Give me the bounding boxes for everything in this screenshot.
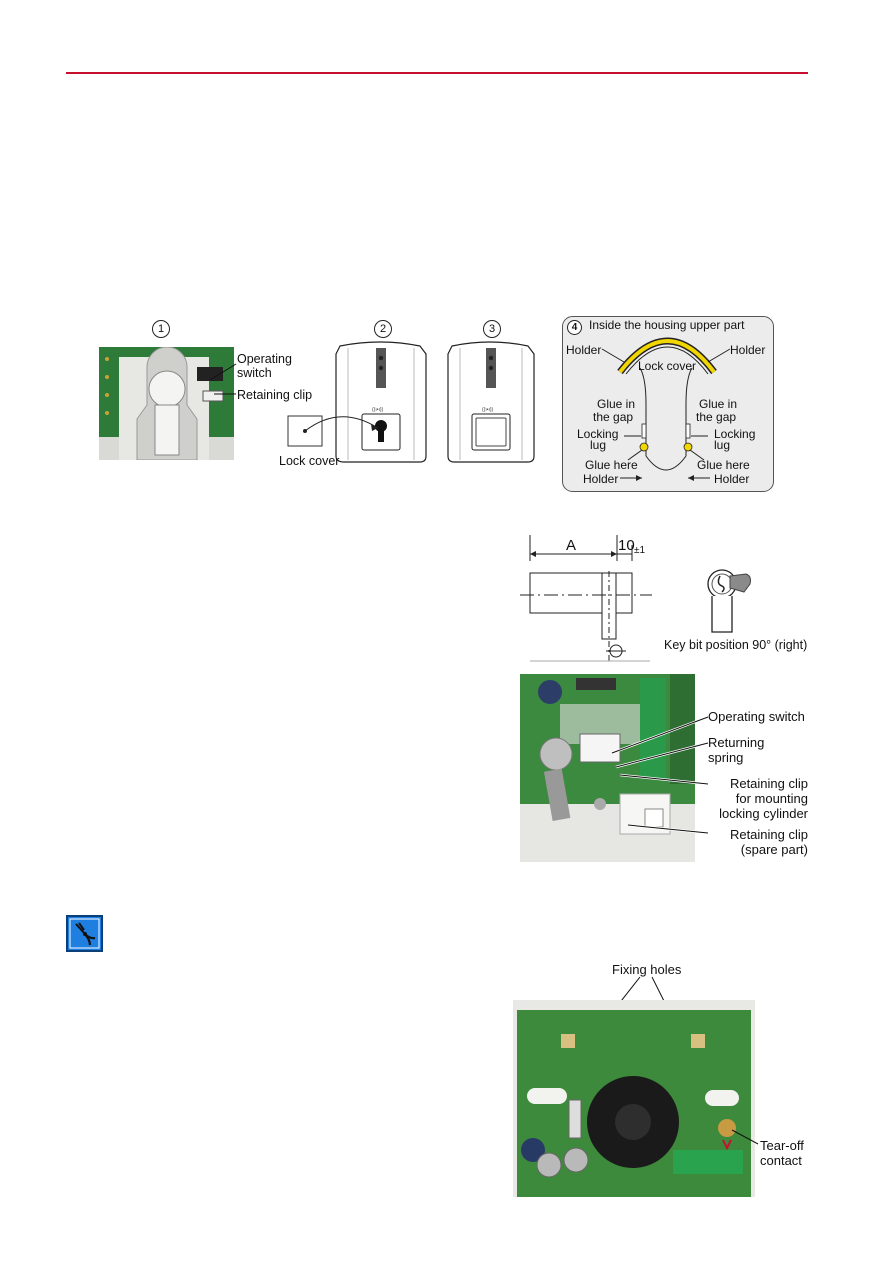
label-clip-mount-3: locking cylinder: [719, 806, 808, 821]
reader-housing-2: ((ı•ı)): [287, 341, 427, 463]
key-bit-caption: Key bit position 90° (right): [664, 638, 808, 652]
dimension-a: A: [566, 537, 577, 554]
svg-text:((ı•ı)): ((ı•ı)): [482, 407, 494, 413]
label-operating-switch-2: switch: [237, 366, 272, 380]
base-pcb-drawing: [513, 1000, 755, 1197]
fig4-locking-lug-right-2: lug: [714, 438, 731, 452]
label-tearoff-2: contact: [760, 1153, 802, 1168]
label-operating-switch: Operating switch: [708, 709, 805, 724]
fig4-holder-bottom-left: Holder: [583, 472, 619, 486]
figure-4-box: [562, 316, 774, 492]
fig4-locking-lug-left-1: Locking: [577, 427, 619, 441]
dimension-ten: 10: [618, 537, 635, 554]
fig1-leaders: [209, 363, 237, 395]
label-fixing-holes: Fixing holes: [612, 962, 682, 977]
fig4-glue-gap-right-2: the gap: [696, 410, 737, 424]
label-operating-switch-1: Operating: [237, 352, 292, 366]
figure-4-number: 4: [567, 320, 582, 335]
reader-interior-drawing: [520, 674, 695, 862]
label-returning-spring-2: spring: [708, 750, 744, 765]
label-clip-spare-2: (spare part): [740, 842, 808, 857]
lock-photo-1: [99, 347, 234, 460]
lock-photo-1-drawing: [99, 347, 234, 460]
fig4-glue-gap-left-1: Glue in: [597, 397, 636, 411]
label-clip-mount-1: Retaining clip: [729, 776, 808, 791]
key-cylinder-drawing: [707, 569, 751, 633]
cylinder-dimension-drawing: [520, 535, 652, 663]
svg-text:((ı•ı)): ((ı•ı)): [372, 407, 384, 413]
dimension-tolerance: ±1: [634, 545, 646, 556]
fig4-title: Inside the housing upper part: [589, 318, 745, 332]
reader-photo-leaders: [611, 715, 709, 835]
fig4-glue-gap-left-2: the gap: [593, 410, 634, 424]
figure-2-number: 2: [374, 320, 392, 338]
reader-interior-photo: [520, 674, 695, 862]
label-tearoff-1: Tear-off: [760, 1138, 804, 1153]
fig4-holder-left: Holder: [566, 343, 602, 357]
label-clip-mount-2: for mounting: [735, 791, 808, 806]
fig4-holder-bottom-right: Holder: [714, 472, 750, 486]
tearoff-leader: [731, 1129, 759, 1145]
figure-3-number: 3: [483, 320, 501, 338]
pliers-icon-glyph: [69, 918, 100, 949]
label-returning-spring-1: Returning: [708, 735, 765, 750]
fig4-holder-right: Holder: [730, 343, 766, 357]
reader-housing-3: ((ı•ı)): [447, 341, 535, 463]
fig4-locking-lug-right-1: Locking: [714, 427, 756, 441]
fig4-glue-gap-right-1: Glue in: [699, 397, 738, 411]
label-lock-cover-2: Lock cover: [279, 454, 340, 468]
fig4-glue-here-left: Glue here: [585, 458, 638, 472]
label-clip-spare-1: Retaining clip: [729, 827, 808, 842]
label-retaining-clip: Retaining clip: [237, 388, 313, 402]
figure-1-number: 1: [152, 320, 170, 338]
base-pcb-photo: [513, 1000, 755, 1197]
header-rule: [66, 72, 808, 74]
fig4-lock-cover: Lock cover: [638, 359, 697, 373]
pliers-icon: [66, 915, 103, 952]
fig4-glue-here-right: Glue here: [697, 458, 750, 472]
fig4-locking-lug-left-2: lug: [590, 438, 607, 452]
